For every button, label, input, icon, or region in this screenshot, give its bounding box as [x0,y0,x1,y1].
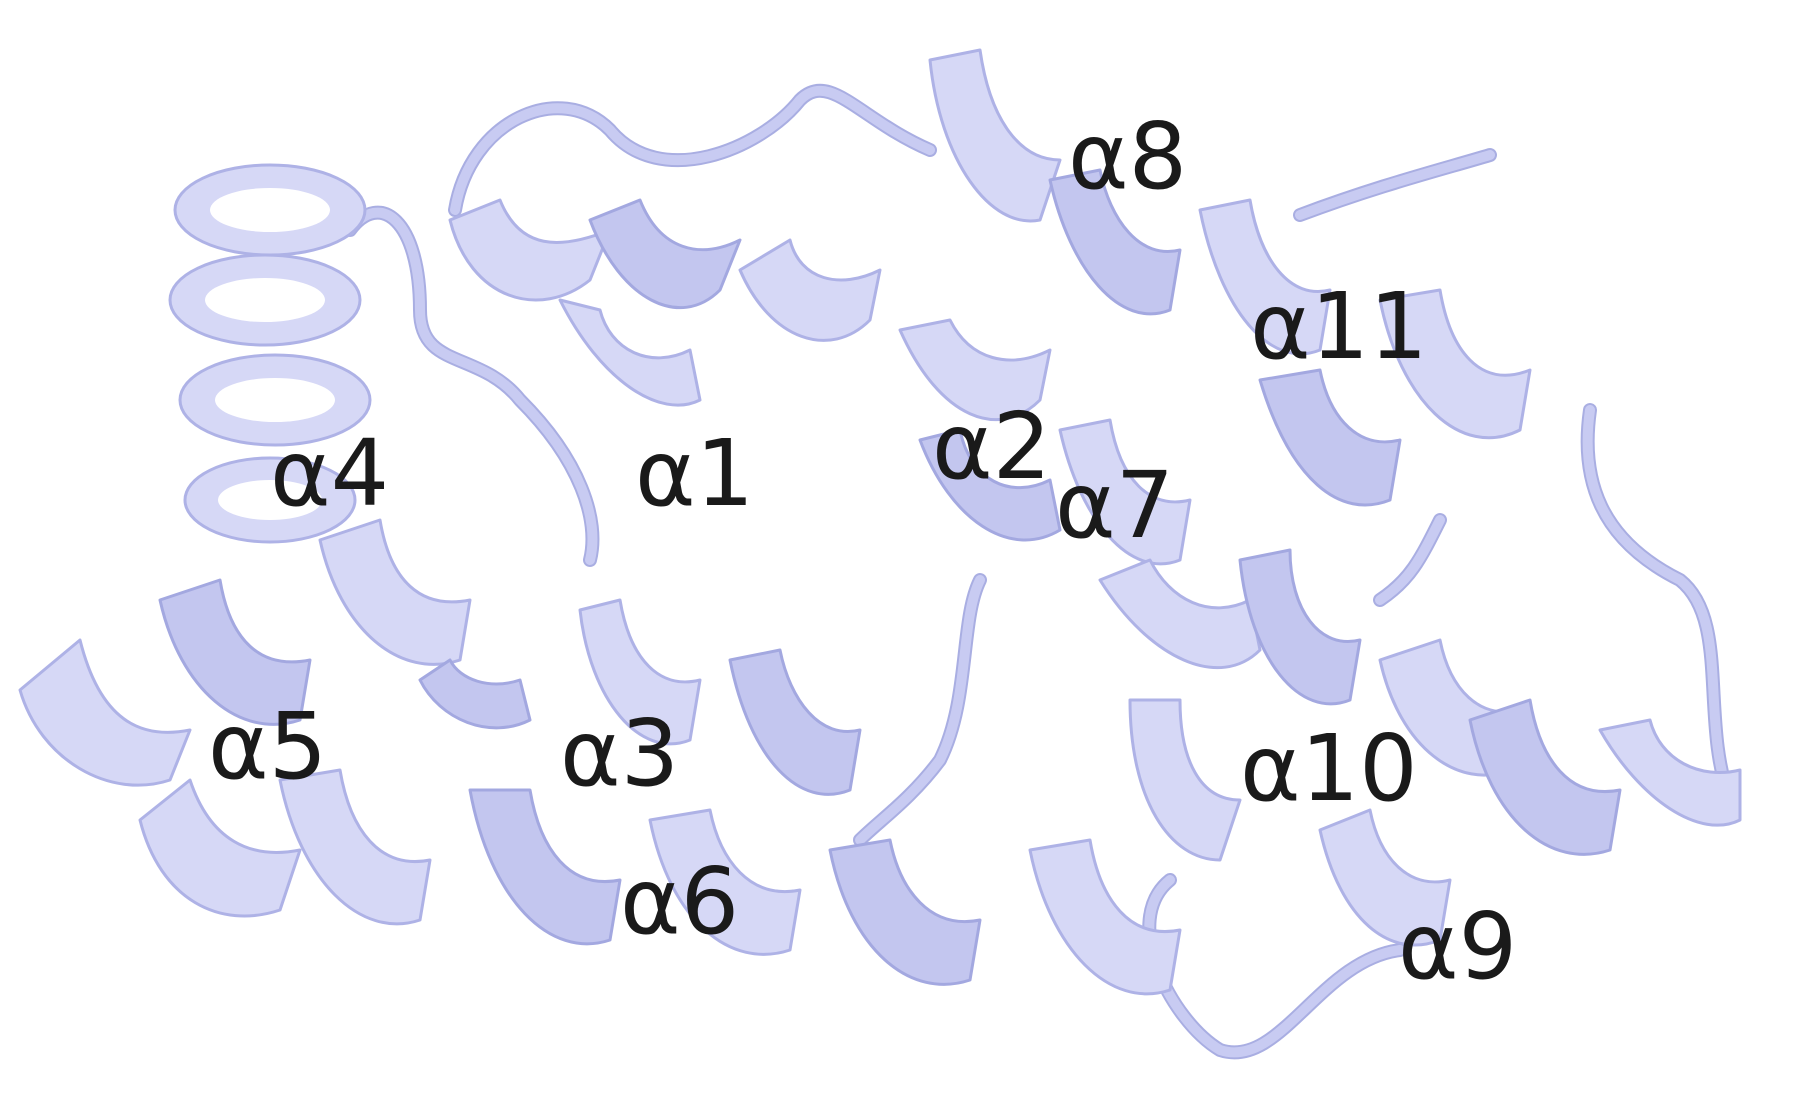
helix-a11-ribbon [1198,198,1532,507]
helix-a7-ribbon [1058,418,1262,670]
helix-a1-ribbon [448,198,882,407]
label-a6: α6 [620,848,739,955]
label-a2: α2 [932,393,1051,500]
label-a4: α4 [270,420,389,527]
label-a1: α1 [635,420,754,527]
helix-a3-ribbon [578,598,862,796]
label-a8: α8 [1068,103,1187,210]
label-a9: α9 [1398,893,1517,1000]
label-a3: α3 [560,700,679,807]
helix-labels: α8 α11 α4 α1 α2 α7 α5 α3 α10 α6 α9 [208,103,1517,1000]
label-a7: α7 [1055,452,1174,559]
label-a11: α11 [1250,273,1428,380]
helix-a6-ribbon [138,768,1182,996]
helix-a2-ribbon [898,318,1062,542]
label-a5: α5 [208,693,327,800]
label-a10: α10 [1240,715,1418,822]
helix-a8-ribbon [928,48,1182,316]
helix-a4-ribbon [168,163,372,544]
helix-a9-ribbon [1318,698,1742,947]
helix-a5-ribbon [18,518,532,787]
